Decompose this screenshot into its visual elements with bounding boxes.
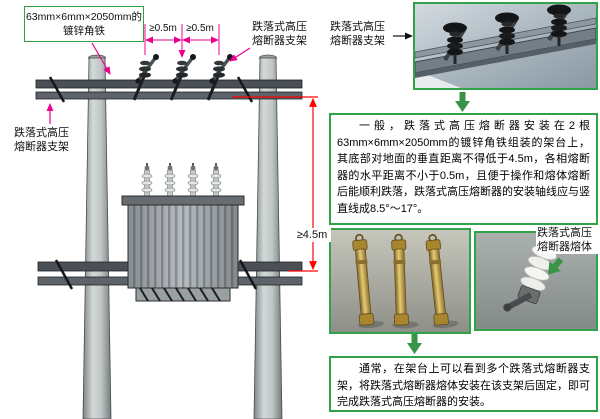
- height-dimension-label: ≥4.5m: [293, 228, 331, 242]
- spacing-dimension-label-2: ≥0.5m: [186, 23, 214, 34]
- spacing-dimension-label-1: ≥0.5m: [149, 23, 177, 34]
- transformer-bushings: [141, 163, 222, 199]
- fuse-bracket-callout-top: 跌落式高压 熔断器支架: [252, 21, 307, 47]
- fuse-links-photo-art: [331, 230, 469, 332]
- installation-diagram: [35, 24, 318, 419]
- spacing-dimension: [144, 24, 220, 58]
- bracket-photo: [413, 2, 598, 90]
- fuse-cutout-3: [206, 54, 233, 101]
- note-usual-text: 通常，在架台上可以看到多个跌落式熔断器支架，将跌落式熔断器熔体安装在该支架后固定…: [337, 363, 590, 408]
- top-crossarm: [35, 76, 303, 103]
- transformer: [121, 163, 245, 302]
- fuse-bracket-callout-left: 跌落式高压 熔断器支架: [14, 127, 69, 153]
- down-arrow-icon: [455, 92, 470, 112]
- down-left-arrow-icon: [542, 255, 566, 280]
- down-arrow-icon: [407, 334, 422, 354]
- fuse-link-label: 跌落式高压 熔断器熔体: [536, 226, 598, 254]
- utility-pole-left: [82, 54, 112, 419]
- fuse-links-photo: [329, 228, 471, 334]
- fuse-cutout-2: [169, 54, 196, 101]
- note-usual: 通常，在架台上可以看到多个跌落式熔断器支架，将跌落式熔断器熔体安装在该支架后固定…: [329, 356, 598, 412]
- callout-arrows: [46, 42, 251, 124]
- bracket-photo-art: [415, 4, 596, 88]
- fuse-cutout-1: [132, 54, 159, 101]
- note-general-text: 一般，跌落式高压熔断器安装在2根63mm×6mm×2050mm的镀锌角铁组装的架…: [337, 120, 590, 215]
- utility-pole-right: [253, 54, 283, 419]
- note-general: 一般，跌落式高压熔断器安装在2根63mm×6mm×2050mm的镀锌角铁组装的架…: [329, 113, 598, 225]
- right-arrow-icon: [393, 32, 413, 40]
- angle-iron-label: 63mm×6mm×2050mm的 镀锌角铁: [24, 6, 144, 42]
- bracket-photo-label: 跌落式高压 熔断器支架: [330, 21, 385, 47]
